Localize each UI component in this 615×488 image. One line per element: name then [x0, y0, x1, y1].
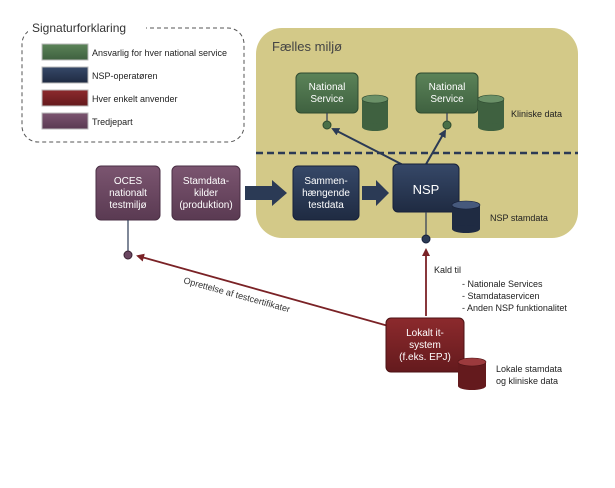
- legend-swatch-user: [41, 89, 89, 107]
- database-icon: [451, 200, 481, 233]
- local-it-system-label-1: Lokalt it-: [406, 328, 444, 339]
- stamdata-sources-box: [171, 165, 241, 221]
- zone-title: Fælles miljø: [272, 39, 342, 54]
- legend-label-national-service: Ansvarlig for hver national service: [92, 48, 227, 58]
- oces-label-1: OCES: [114, 176, 143, 187]
- call-label: Kald til: [434, 265, 461, 275]
- test-data-box: [292, 165, 360, 221]
- national-service-2-label-2: Service: [430, 94, 464, 105]
- database-icon: [477, 94, 505, 131]
- legend-swatch-third-party: [41, 112, 89, 130]
- national-service-2: National Service: [415, 72, 505, 131]
- service-1-endpoint: [322, 120, 332, 130]
- national-service-2-box: [415, 72, 479, 114]
- legend-swatch-nsp-operator: [41, 66, 89, 84]
- database-icon: [457, 357, 487, 390]
- legend-swatch-national-service: [41, 43, 89, 61]
- test-data-label-2: hængende: [302, 188, 350, 199]
- local-it-system: Lokalt it- system (f.eks. EPJ): [385, 317, 487, 390]
- block-arrow-testdata-to-nsp: [362, 180, 389, 206]
- legend-label-user: Hver enkelt anvender: [92, 94, 178, 104]
- call-list-item-2: - Stamdataservicen: [462, 291, 540, 301]
- local-it-system-box: [385, 317, 465, 373]
- national-service-1: National Service: [295, 72, 389, 131]
- test-data-label-1: Sammen-: [304, 176, 347, 187]
- oces-label-3: testmiljø: [109, 200, 146, 211]
- arrow-local-to-oces: [136, 253, 393, 328]
- block-arrow-sources-to-testdata: [245, 180, 287, 206]
- database-icon: [361, 94, 389, 131]
- local-it-system-label-2: system: [409, 340, 441, 351]
- clinical-data-label: Kliniske data: [511, 109, 562, 119]
- stamdata-sources-label-2: kilder: [194, 188, 219, 199]
- legend-label-third-party: Tredjepart: [92, 117, 133, 127]
- call-list-item-3: - Anden NSP funktionalitet: [462, 303, 567, 313]
- test-data-label-3: testdata: [308, 200, 344, 211]
- nsp-stamdata-label: NSP stamdata: [490, 213, 548, 223]
- local-it-system-label-3: (f.eks. EPJ): [399, 352, 451, 363]
- nsp-label: NSP: [413, 182, 440, 197]
- service-2-endpoint: [442, 120, 452, 130]
- national-service-1-label-2: Service: [310, 94, 344, 105]
- legend: Signaturforklaring Ansvarlig for hver na…: [21, 20, 245, 143]
- stamdata-sources-label-1: Stamdata-: [183, 176, 229, 187]
- oces-label-2: nationalt: [109, 188, 147, 199]
- test-data: Sammen- hængende testdata: [292, 165, 360, 221]
- national-service-1-box: [295, 72, 359, 114]
- stamdata-sources-label-3: (produktion): [179, 200, 232, 211]
- nsp-endpoint: [421, 234, 431, 244]
- stamdata-sources: Stamdata- kilder (produktion): [171, 165, 241, 221]
- oces-test-environment: OCES nationalt testmiljø: [95, 165, 161, 260]
- legend-label-nsp-operator: NSP-operatøren: [92, 71, 158, 81]
- nsp: NSP: [392, 163, 481, 244]
- oces-endpoint: [123, 250, 133, 260]
- arrow-nsp-to-service-1: [331, 128, 406, 167]
- legend-title: Signaturforklaring: [32, 21, 126, 35]
- national-service-1-label-1: National: [309, 82, 346, 93]
- national-service-2-label-1: National: [429, 82, 466, 93]
- legend-title-bg: [28, 20, 146, 36]
- local-data-label-1: Lokale stamdata: [496, 364, 562, 374]
- arrow-nsp-to-service-2: [424, 129, 446, 167]
- local-data-label-2: og kliniske data: [496, 376, 558, 386]
- call-list-item-1: - Nationale Services: [462, 279, 543, 289]
